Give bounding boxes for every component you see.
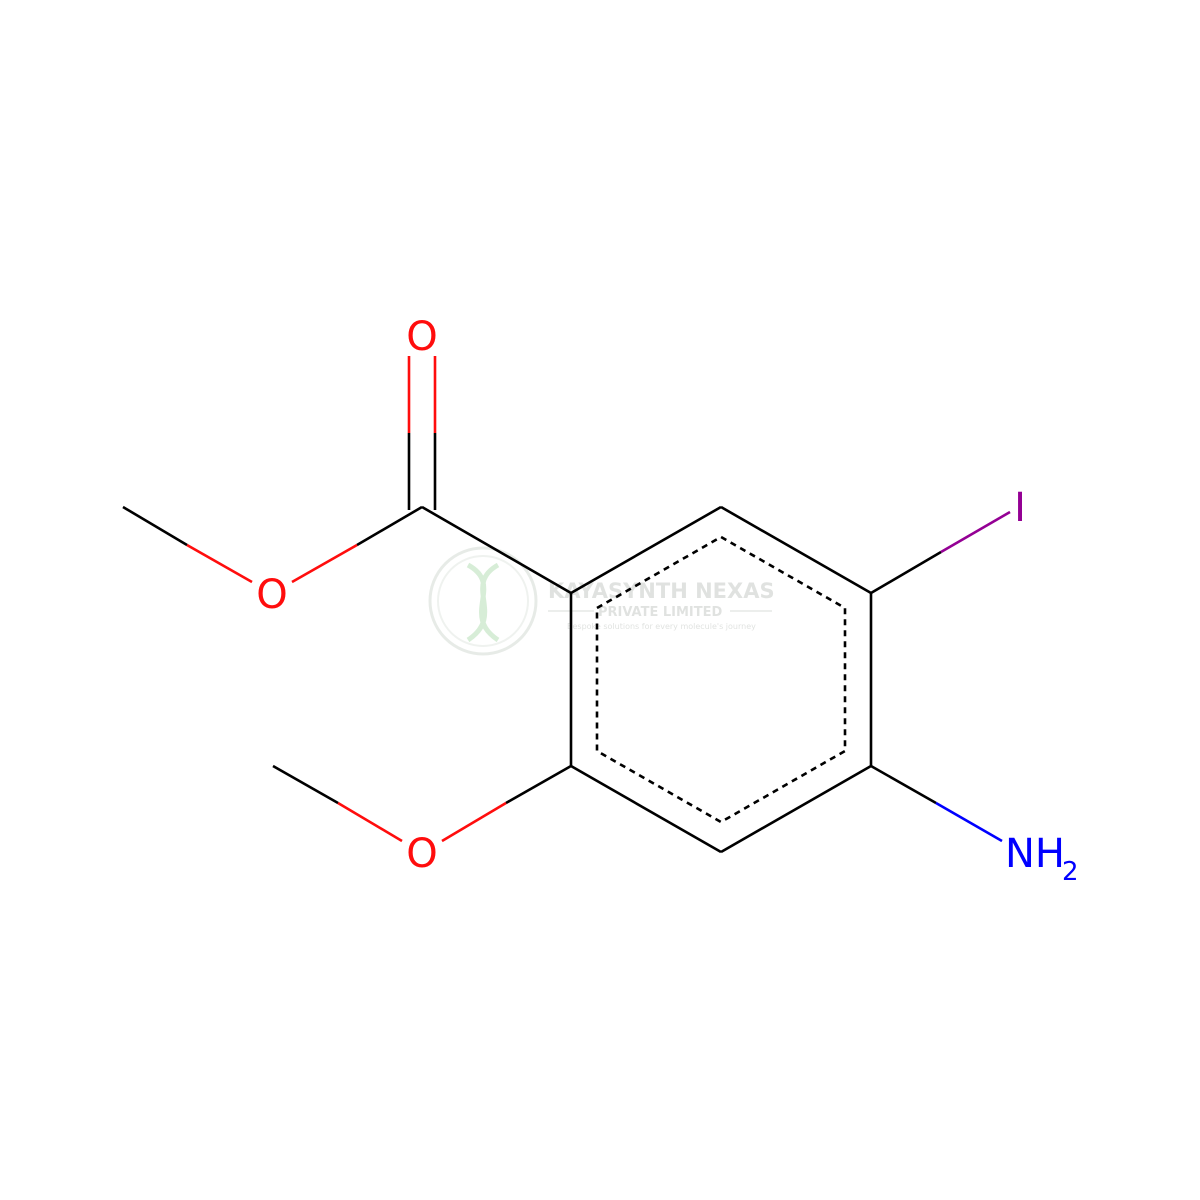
bond-ring-to-iodine-black [870,550,942,595]
bond-carbonyl-to-ester-o-black [356,505,423,547]
atom-carbonyl-oxygen: O [406,314,437,360]
atom-amine-nitrogen: NH [1005,831,1065,877]
bonds [122,356,1011,854]
bond-methoxy-o-to-methyl-black [272,764,339,805]
bond-ring-to-amine-blue [935,801,1003,843]
ring-bond-c4-c5 [720,764,872,854]
bond-ring-to-amine-black [870,764,937,805]
atom-ester-oxygen: O [256,572,287,618]
ring-bond-c5-c6 [570,764,722,854]
bond-ester-o-to-methyl-red [186,543,253,584]
bond-ring-to-methoxy-o-black [505,764,572,805]
watermark-tagline: Bespoke solutions for every molecule's j… [567,622,756,631]
watermark: KAYASYNTH NEXAS PRIVATE LIMITED Bespoke … [428,546,775,656]
bond-carbonyl-to-ester-o-red [291,543,358,584]
watermark-logo-ring [428,546,538,656]
ring-bond-c1-c2 [570,505,722,595]
dna-helix-icon [466,562,500,643]
ring-bond-c2-c3 [720,505,872,595]
bond-ring-to-iodine-purple [940,510,1011,554]
bond-ring-to-methoxy-o-red [441,801,507,843]
bond-methoxy-o-to-methyl-red [337,801,403,843]
watermark-company-suffix: PRIVATE LIMITED [598,605,723,620]
watermark-company-name: KAYASYNTH NEXAS [548,579,775,603]
watermark-logo-inner [437,555,529,647]
bond-ester-o-to-methyl-black [122,505,188,547]
atom-iodine: I [1014,485,1026,531]
bond-ring-to-carbonyl-carbon [421,505,572,595]
atom-amine-subscript: 2 [1062,857,1079,887]
atom-methoxy-oxygen: O [406,831,437,877]
atom-labels: O O O I NH 2 [256,314,1078,887]
